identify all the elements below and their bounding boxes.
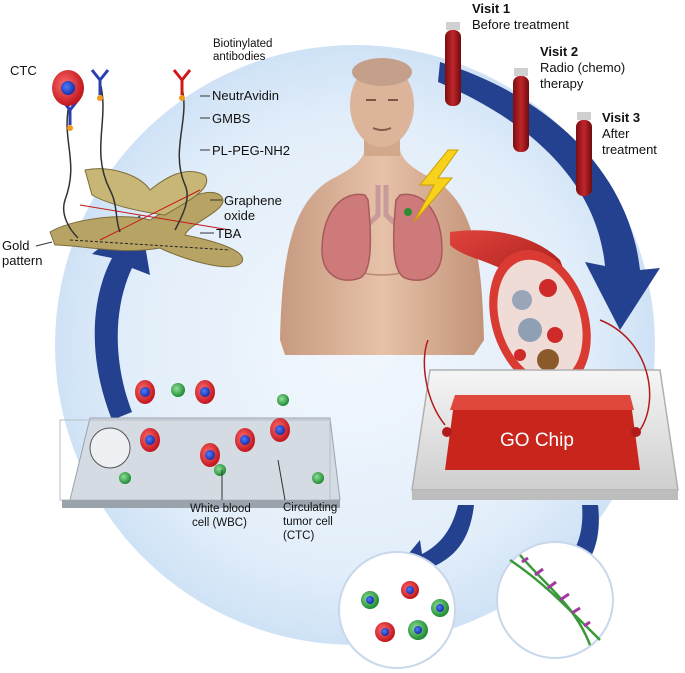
antibody-3	[172, 69, 192, 101]
captured-ctc-cells	[135, 380, 290, 467]
graphene-oxide-sheet	[49, 168, 243, 268]
visit-2-line1: Radio (chemo)	[540, 60, 626, 75]
label-leader-lines	[35, 95, 286, 501]
label-neutravidin: NeutrAvidin	[212, 88, 279, 103]
label-pl-peg: PL-PEG-NH2	[212, 143, 291, 158]
label-ctc-cell-1: Circulating	[283, 502, 338, 514]
radiation-bolt-icon	[413, 149, 459, 223]
label-wbc-2: cell (WBC)	[192, 517, 247, 529]
label-tba: TBA	[216, 226, 242, 241]
cell-imaging-circle	[338, 551, 456, 669]
white-blood-cells	[119, 383, 324, 484]
label-biotinylated-2: antibodies	[213, 51, 266, 63]
label-gmbs: GMBS	[212, 111, 251, 126]
visit-2-title: Visit 2	[540, 44, 579, 59]
label-graphene-2: oxide	[224, 208, 256, 223]
label-gold-2: pattern	[2, 253, 43, 268]
label-graphene-1: Graphene	[224, 193, 282, 208]
blood-tube-3	[576, 112, 592, 196]
label-ctc-cell-3: (CTC)	[283, 530, 315, 542]
dna-analysis-circle	[496, 541, 614, 659]
zoom-circle	[89, 427, 131, 469]
blood-tube-2	[513, 68, 529, 152]
go-chip-label: GO Chip	[500, 430, 574, 451]
label-ctc: CTC	[10, 63, 37, 78]
blood-tube-1	[445, 22, 461, 106]
label-biotinylated-1: Biotinylated	[213, 38, 273, 50]
antibody-2	[90, 69, 110, 101]
label-ctc-cell-2: tumor cell	[283, 516, 333, 528]
cycle-arrow-left-up	[92, 215, 150, 420]
ctc-cell-top	[52, 70, 84, 106]
visit-2-line2: therapy	[540, 76, 584, 91]
lungs	[321, 185, 443, 281]
human-torso	[280, 58, 484, 355]
label-wbc-1: White blood	[190, 503, 251, 515]
visit-3-line1: After	[602, 126, 630, 141]
visit-3-line2: treatment	[602, 142, 657, 157]
visit-1-line1: Before treatment	[472, 17, 569, 32]
blood-vessel	[450, 230, 591, 391]
label-gold-1: Gold	[2, 238, 30, 253]
visit-1-title: Visit 1	[472, 1, 511, 16]
go-chip	[411, 319, 679, 500]
visit-3-title: Visit 3	[602, 110, 641, 125]
